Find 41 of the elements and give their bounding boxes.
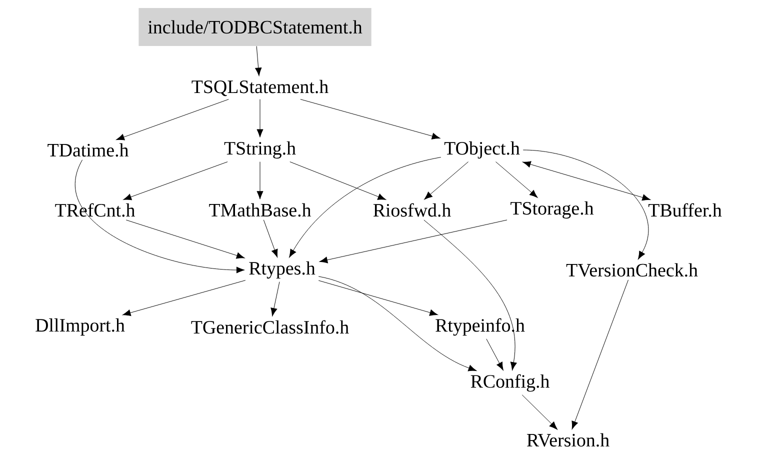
arrow (255, 46, 262, 76)
arrow (318, 280, 438, 316)
arrow (263, 220, 278, 258)
arrow (424, 220, 517, 370)
arrow (75, 160, 245, 274)
arrow (256, 162, 264, 200)
arrow (522, 394, 558, 430)
file-label: TRefCnt.h (55, 203, 135, 217)
file-label: Rtypes.h (249, 261, 316, 279)
arrow (319, 220, 508, 264)
arrow (522, 150, 649, 260)
file-label: TString.h (224, 141, 296, 159)
file-label: TBuffer.h (648, 203, 722, 217)
arrow (424, 162, 469, 200)
arrow (123, 162, 228, 200)
arrow (256, 99, 264, 138)
arrow (572, 280, 629, 430)
file-label: TMathBase.h (209, 203, 312, 217)
arrow (522, 161, 650, 201)
arrow (318, 276, 477, 372)
root-file-box: include/TODBCStatement.h (138, 8, 372, 46)
file-label: TDatime.h (48, 143, 129, 157)
arrow (270, 282, 280, 316)
arrow (289, 156, 442, 258)
arrow (126, 220, 245, 259)
file-label: Riosfwd.h (373, 203, 451, 217)
file-label: TStorage.h (510, 201, 594, 219)
file-label: TVersionCheck.h (566, 263, 698, 277)
file-label: DllImport.h (36, 318, 125, 336)
file-label: Rtypeinfo.h (436, 318, 525, 336)
arrow (300, 99, 440, 140)
file-label: RConfig.h (470, 374, 550, 392)
file-label: RVersion.h (526, 433, 610, 447)
file-label: TObject.h (444, 141, 520, 159)
arrow (496, 162, 538, 198)
arrow (290, 162, 386, 200)
arrow (116, 99, 229, 140)
arrow (122, 280, 246, 316)
file-label: TGenericClassInfo.h (191, 320, 349, 334)
arrow (486, 338, 504, 370)
file-label: TSQLStatement.h (192, 80, 328, 96)
